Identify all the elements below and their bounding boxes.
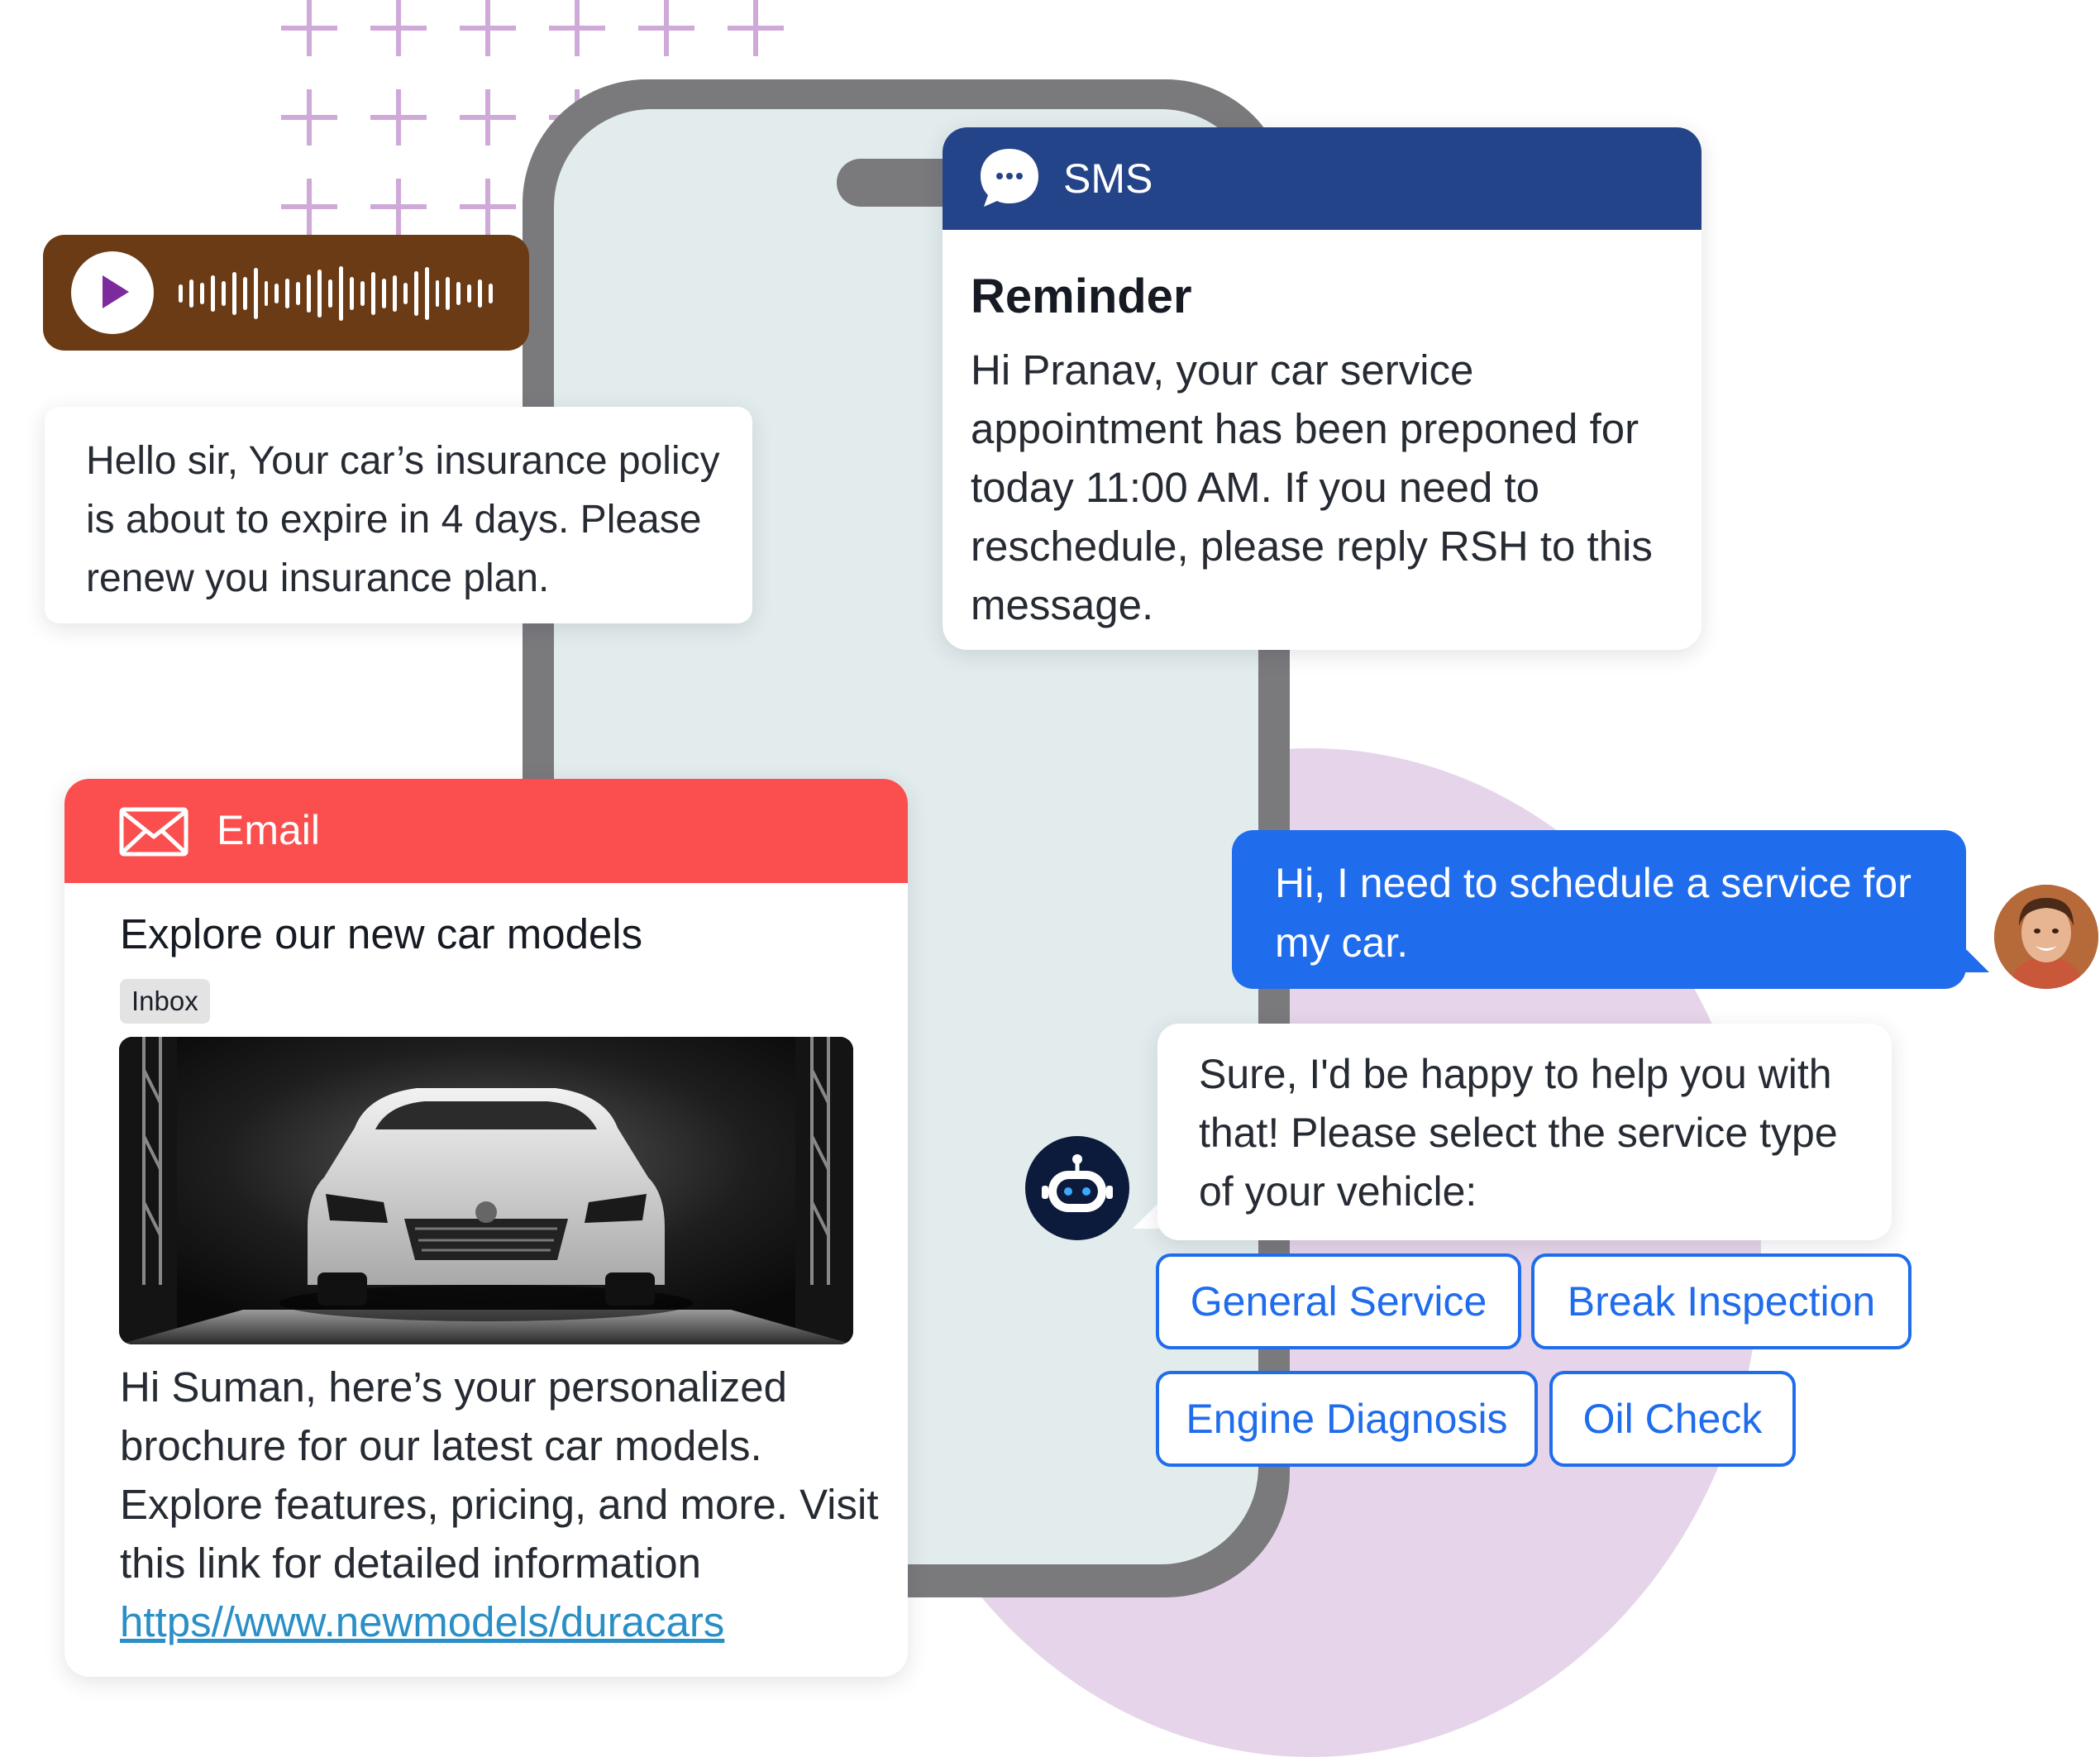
email-body: Hi Suman, here’s your personalized broch… [120, 1358, 881, 1651]
bot-chat-bubble: Sure, I'd be happy to help you with that… [1157, 1024, 1892, 1240]
user-bubble-tail [1959, 943, 1989, 972]
car-showroom-image [119, 1037, 853, 1344]
user-avatar [1994, 885, 2098, 989]
option-oil-check[interactable]: Oil Check [1549, 1371, 1796, 1467]
bot-message-text: Sure, I'd be happy to help you with that… [1199, 1051, 1838, 1215]
chat-bubble-icon [981, 149, 1038, 207]
audio-waveform-icon [179, 266, 494, 321]
sms-title: Reminder [971, 270, 1192, 323]
voice-transcript-text: Hello sir, Your car’s insurance policy i… [86, 439, 720, 600]
email-card: Email Explore our new car models Inbox [64, 779, 908, 1677]
user-message-text: Hi, I need to schedule a service for my … [1275, 860, 1911, 966]
email-channel-label: Email [217, 807, 321, 853]
sms-header: SMS [943, 127, 1701, 230]
email-header: Email [64, 779, 908, 883]
bot-avatar [1025, 1136, 1129, 1240]
email-folder-tag: Inbox [120, 979, 210, 1024]
option-break-inspection[interactable]: Break Inspection [1531, 1253, 1911, 1349]
option-general-service[interactable]: General Service [1156, 1253, 1521, 1349]
voice-transcript-tail [83, 372, 129, 408]
robot-icon [1042, 1154, 1113, 1212]
sms-card: SMS Reminder Hi Pranav, your car service… [943, 127, 1701, 650]
email-subject: Explore our new car models [120, 910, 643, 957]
email-body-text: Hi Suman, here’s your personalized broch… [120, 1363, 879, 1587]
option-engine-diagnosis[interactable]: Engine Diagnosis [1156, 1371, 1538, 1467]
sms-body: Hi Pranav, your car service appointment … [971, 346, 1653, 628]
brochure-link[interactable]: https//www.newmodels/duracars [120, 1598, 725, 1645]
voice-transcript-bubble [45, 407, 752, 623]
play-icon [103, 275, 129, 308]
envelope-icon [119, 807, 189, 857]
sms-channel-label: SMS [1063, 155, 1153, 202]
user-chat-bubble: Hi, I need to schedule a service for my … [1232, 830, 1966, 989]
